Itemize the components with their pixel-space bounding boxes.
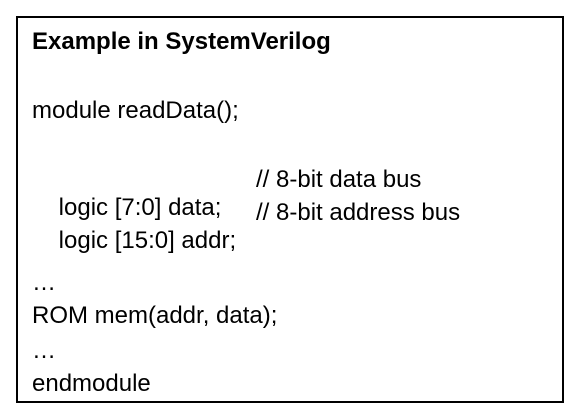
ellipsis-line: … bbox=[32, 269, 56, 296]
logic-addr-comment: // 8-bit address bus bbox=[256, 199, 461, 226]
logic-addr-code: logic [15:0] addr; bbox=[58, 227, 237, 254]
logic-data-code: logic [7:0] data; bbox=[58, 194, 222, 221]
logic-data-declaration: logic [7:0] data; bbox=[32, 166, 222, 250]
logic-data-comment: // 8-bit data bus bbox=[256, 166, 422, 193]
logic-addr-declaration: logic [15:0] addr; bbox=[32, 199, 236, 283]
module-declaration: module readData(); bbox=[32, 97, 239, 124]
ellipsis-line: … bbox=[32, 337, 56, 364]
example-title: Example in SystemVerilog bbox=[32, 28, 331, 55]
rom-instantiation: ROM mem(addr, data); bbox=[32, 302, 278, 329]
endmodule-line: endmodule bbox=[32, 370, 151, 397]
code-example-box: Example in SystemVerilog module readData… bbox=[16, 16, 564, 403]
